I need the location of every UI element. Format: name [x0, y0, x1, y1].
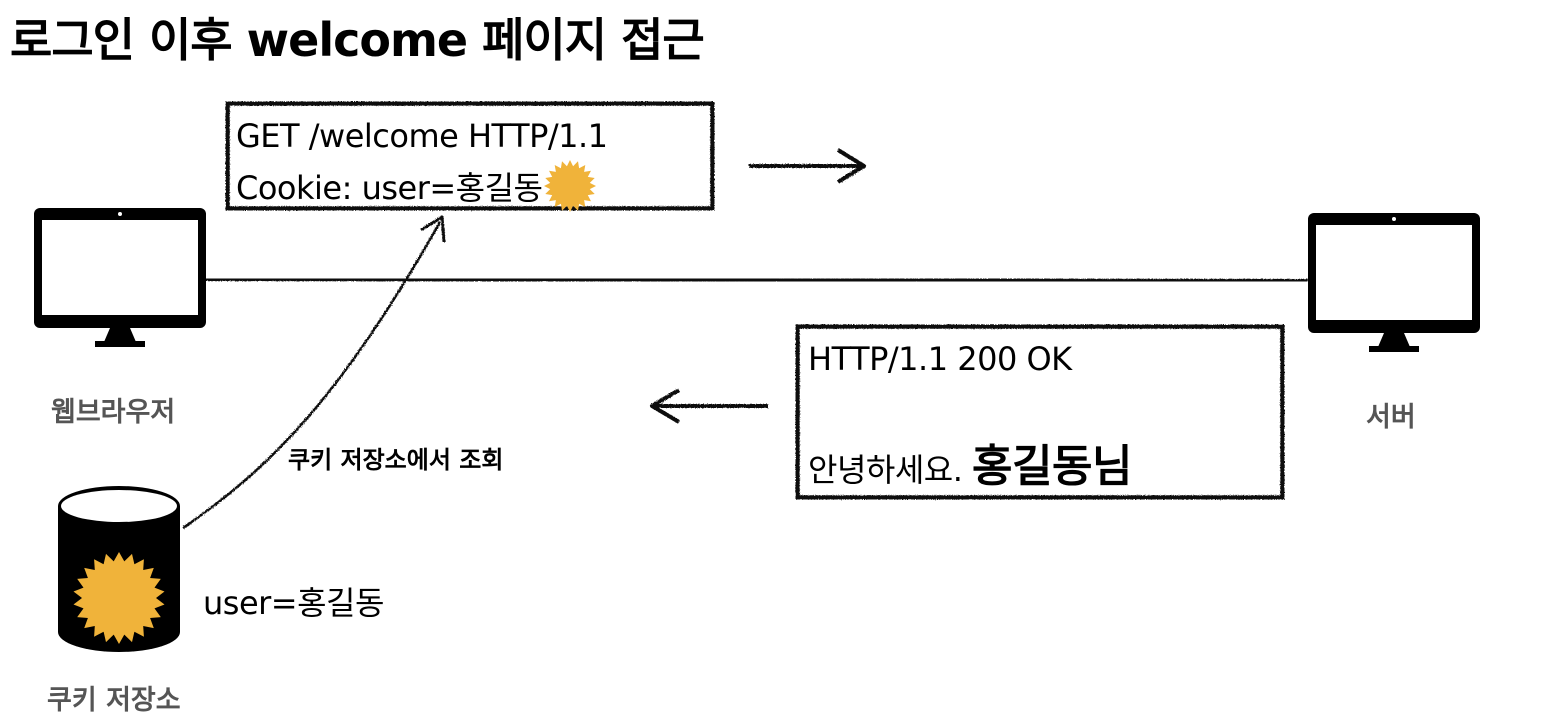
request-line: GET /welcome HTTP/1.1: [236, 117, 608, 155]
browser-label: 웹브라우저: [51, 397, 176, 428]
request-cookie-line: Cookie: user=홍길동: [236, 159, 597, 213]
response-status-line: HTTP/1.1 200 OK: [808, 340, 1072, 378]
connection-line: [204, 277, 1309, 283]
server-label: 서버: [1366, 402, 1416, 433]
cookie-store-content: user=홍길동: [203, 584, 384, 622]
cookie-store-label: 쿠키 저장소: [47, 685, 181, 716]
response-body: 안녕하세요. 홍길동님: [808, 430, 1132, 494]
lookup-arrow: [182, 215, 446, 530]
cookie-header-text: Cookie: user=홍길동: [236, 169, 543, 207]
request-box-outline: [225, 101, 715, 211]
star-burst-icon: [73, 552, 165, 644]
arrow-left-icon: [650, 388, 768, 424]
response-box-outline: [795, 324, 1285, 500]
user-name-text: 홍길동님: [972, 441, 1132, 492]
greeting-text: 안녕하세요.: [808, 451, 963, 489]
star-burst-icon: [543, 160, 596, 212]
monitor-icon: [1308, 213, 1480, 352]
monitor-icon: [34, 208, 206, 347]
lookup-label: 쿠키 저장소에서 조회: [288, 446, 504, 474]
arrow-right-icon: [749, 148, 866, 184]
page-title: 로그인 이후 welcome 페이지 접근: [10, 13, 705, 67]
